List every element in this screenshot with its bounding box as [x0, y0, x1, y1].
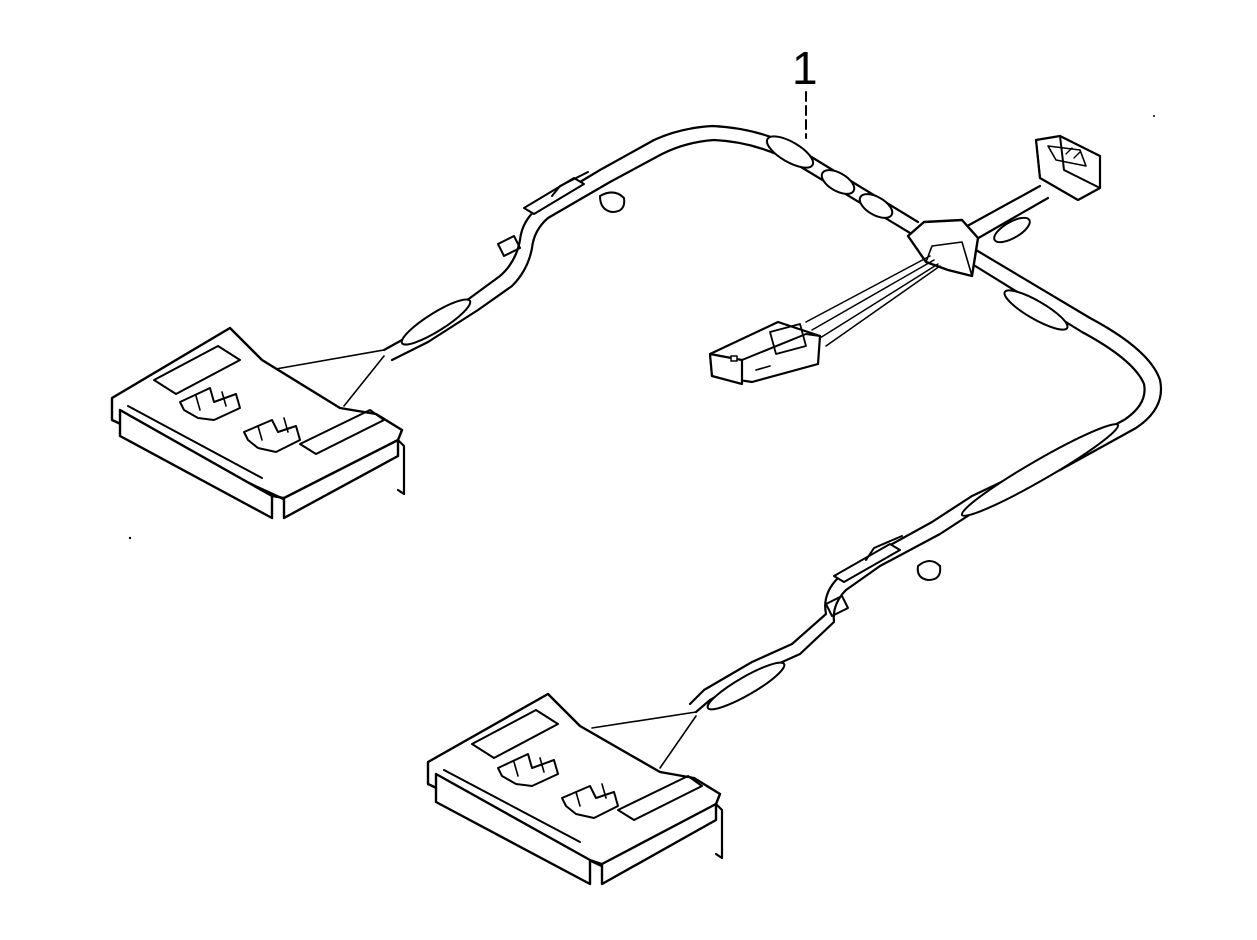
speck: [1153, 115, 1155, 117]
left-heater-connector: [110, 326, 406, 520]
lower-heater-connector: [426, 692, 724, 886]
tape-wraps: [400, 135, 1120, 711]
callout-label: 1: [792, 42, 818, 94]
speck: [128, 536, 132, 540]
plug-wires: [805, 255, 941, 347]
center-plug-connector: [708, 320, 822, 386]
top-right-connector: [1034, 134, 1102, 202]
harness-cable: [382, 124, 1163, 714]
junction-block: [906, 218, 980, 278]
cable-clips: [497, 171, 942, 617]
